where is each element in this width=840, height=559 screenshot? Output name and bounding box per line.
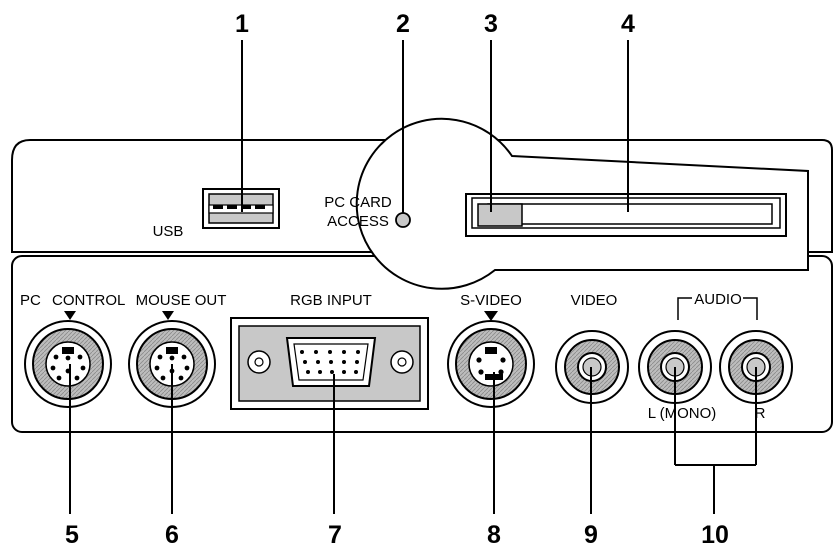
s-video-label: S-VIDEO (460, 292, 522, 309)
control-label: CONTROL (52, 292, 125, 309)
callout-2: 2 (396, 10, 410, 38)
audio-label: AUDIO (694, 291, 742, 308)
callout-9: 9 (584, 521, 598, 549)
pc-card-slot (355, 117, 809, 290)
callout-5: 5 (65, 521, 79, 549)
pc-card-label-line2: ACCESS (327, 213, 389, 230)
audio-bracket (677, 297, 758, 320)
rgb-input-label: RGB INPUT (290, 292, 372, 309)
l-mono-label: L (MONO) (648, 405, 717, 422)
callout-8: 8 (487, 521, 501, 549)
led-icon (395, 212, 411, 228)
rgb-input-port[interactable] (230, 317, 429, 410)
pc-control-port[interactable] (24, 320, 112, 408)
triangle-pointer-icon (64, 311, 76, 320)
callout-3: 3 (484, 10, 498, 38)
pc-label: PC (20, 292, 41, 309)
r-label: R (755, 405, 766, 422)
s-video-port[interactable] (447, 320, 535, 408)
callout-leaders (69, 40, 757, 514)
video-label: VIDEO (571, 292, 618, 309)
mouse-out-label: MOUSE OUT (136, 292, 227, 309)
callout-6: 6 (165, 521, 179, 549)
usb-label: USB (153, 223, 184, 240)
callout-7: 7 (328, 521, 342, 549)
triangle-pointer-icon (484, 311, 498, 321)
callout-10: 10 (701, 521, 729, 549)
callout-1: 1 (235, 10, 249, 38)
callout-4: 4 (621, 10, 635, 38)
pc-card-eject-button[interactable] (477, 203, 523, 227)
pc-card-label-line1: PC CARD (324, 194, 392, 211)
triangle-pointer-icon (162, 311, 174, 320)
